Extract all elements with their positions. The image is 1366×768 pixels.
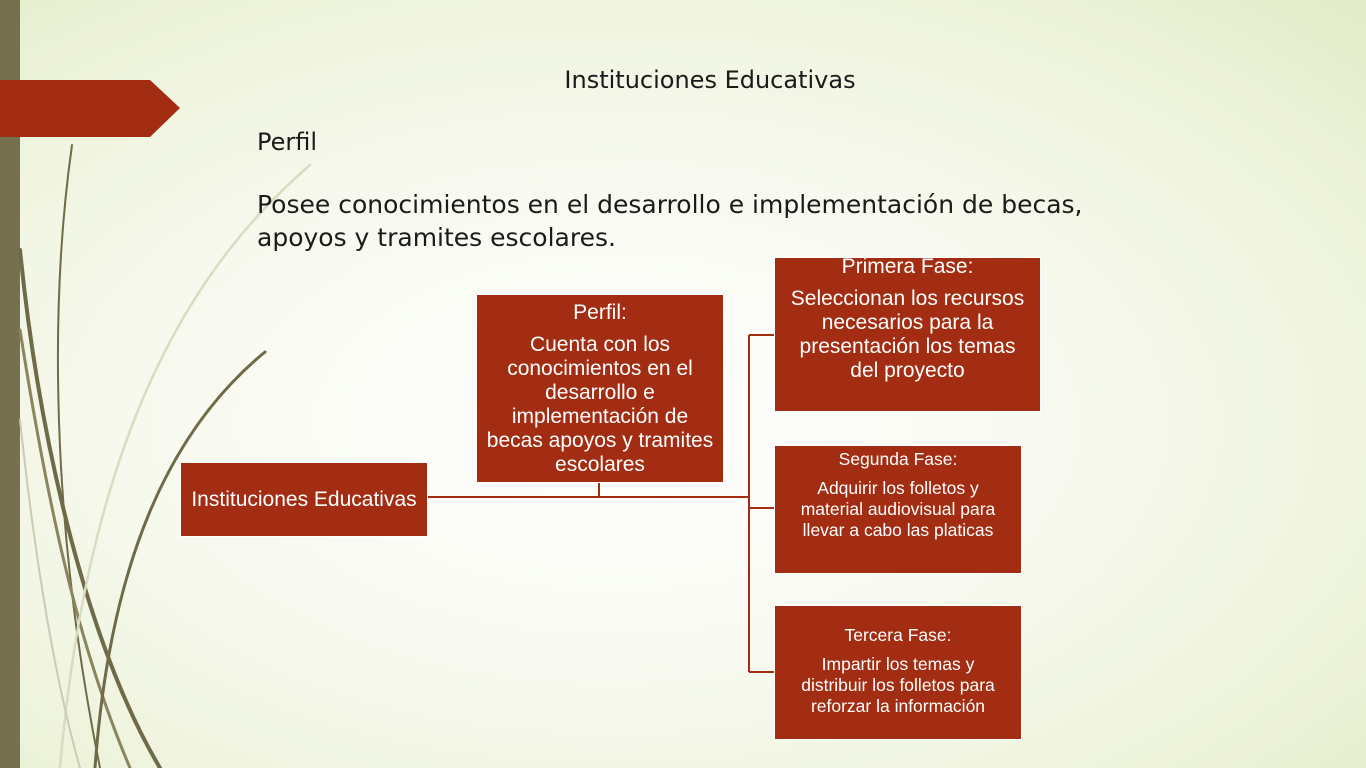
node-label: Instituciones Educativas (191, 487, 417, 511)
node-title: Segunda Fase: (838, 449, 958, 469)
arrow-ribbon-shape (0, 80, 180, 137)
node-text-line: Impartir los temas y (821, 654, 975, 674)
perfil-heading: Perfil (257, 128, 318, 156)
slide-title: Instituciones Educativas (564, 66, 856, 94)
node-text-line: implementación de (511, 405, 689, 428)
node-text-line: Adquirir los folletos y (817, 478, 979, 498)
node-text-line: becas apoyos y tramites (486, 429, 714, 452)
node-text-line: llevar a cabo las platicas (802, 520, 994, 540)
description-line: apoyos y tramites escolares. (257, 223, 616, 252)
node-tercera-fase: Tercera Fase: Impartir los temas y distr… (774, 605, 1022, 740)
node-title: Tercera Fase: (844, 625, 952, 645)
node-instituciones-educativas: Instituciones Educativas (180, 462, 428, 537)
node-text-line: Cuenta con los (529, 333, 671, 356)
node-title: Primera Fase: (841, 255, 974, 278)
node-text-line: escolares (555, 453, 645, 476)
node-text-line: desarrollo e (545, 381, 655, 404)
node-primera-fase: Primera Fase: Seleccionan los recursos n… (774, 255, 1041, 412)
node-perfil: Perfil: Cuenta con los conocimientos en … (476, 294, 724, 483)
node-text-line: del proyecto (850, 359, 965, 382)
node-text-line: Seleccionan los recursos (790, 287, 1025, 310)
node-text-line: reforzar la información (810, 696, 986, 716)
description-line: Posee conocimientos en el desarrollo e i… (257, 190, 1083, 219)
node-title: Perfil: (573, 301, 627, 324)
decorative-curves (18, 144, 312, 768)
node-segunda-fase: Segunda Fase: Adquirir los folletos y ma… (774, 445, 1022, 574)
perfil-description: Posee conocimientos en el desarrollo e i… (257, 188, 1137, 254)
side-accent-bar (0, 0, 20, 768)
node-text-line: material audiovisual para (800, 499, 996, 519)
node-text-line: conocimientos en el (507, 357, 693, 380)
node-text-line: necesarios para la (821, 311, 994, 334)
node-text-line: presentación los temas (799, 335, 1016, 358)
node-text-line: distribuir los folletos para (801, 675, 995, 695)
